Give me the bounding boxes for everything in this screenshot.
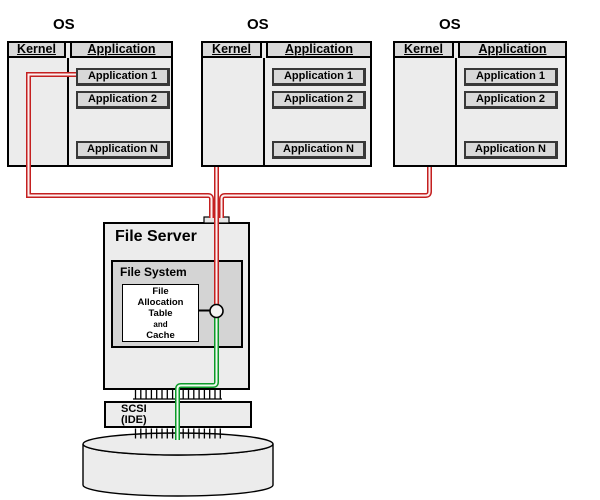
os-title-1: OS (53, 16, 75, 33)
network-cable-os3 (219, 167, 432, 218)
cable-core (220, 167, 431, 218)
app-box-n: Application N (272, 141, 366, 159)
os-header-row: Kernel Application (203, 43, 370, 58)
os-body: Application 1 Application 2 Application … (395, 58, 565, 165)
kernel-application-divider (455, 58, 457, 165)
app-box-2: Application 2 (272, 91, 366, 109)
scsi-box: SCSI (IDE) (104, 401, 252, 428)
os-title-3: OS (439, 16, 461, 33)
scsi-label: SCSI (IDE) (121, 403, 147, 426)
bus-connector-upper (134, 389, 221, 399)
app-box-n: Application N (76, 141, 170, 159)
os-header-row: Kernel Application (395, 43, 565, 58)
fat-line: and (153, 320, 168, 329)
fat-line: File (152, 286, 169, 297)
os-box-2: Kernel Application Application 1 Applica… (201, 41, 372, 167)
os-box-3: Kernel Application Application 1 Applica… (393, 41, 567, 167)
application-header: Application (266, 43, 370, 58)
bus-connector-lower (134, 428, 221, 439)
application-header: Application (70, 43, 171, 58)
os-title-2: OS (247, 16, 269, 33)
app-box-1: Application 1 (76, 68, 170, 86)
fat-line: Allocation (137, 297, 184, 308)
kernel-header: Kernel (203, 43, 262, 58)
disk-cylinder (82, 432, 274, 497)
app-box-1: Application 1 (464, 68, 558, 86)
header-gap (262, 43, 266, 58)
app-box-2: Application 2 (464, 91, 558, 109)
file-server-title: File Server (115, 228, 197, 245)
kernel-header: Kernel (395, 43, 454, 58)
os-header-row: Kernel Application (9, 43, 171, 58)
os-body: Application 1 Application 2 Application … (203, 58, 370, 165)
kernel-header: Kernel (9, 43, 66, 58)
header-gap (454, 43, 458, 58)
application-header: Application (458, 43, 565, 58)
app-box-1: Application 1 (272, 68, 366, 86)
file-system-title: File System (120, 265, 187, 279)
app-box-2: Application 2 (76, 91, 170, 109)
fat-line: Cache (146, 330, 175, 341)
kernel-application-divider (67, 58, 69, 165)
header-gap (66, 43, 70, 58)
os-box-1: Kernel Application Application 1 Applica… (7, 41, 173, 167)
os-body: Application 1 Application 2 Application … (9, 58, 171, 165)
app-box-n: Application N (464, 141, 558, 159)
fat-line: Table (148, 308, 173, 319)
kernel-application-divider (263, 58, 265, 165)
fat-cache-box: File Allocation Table and Cache (122, 284, 199, 342)
